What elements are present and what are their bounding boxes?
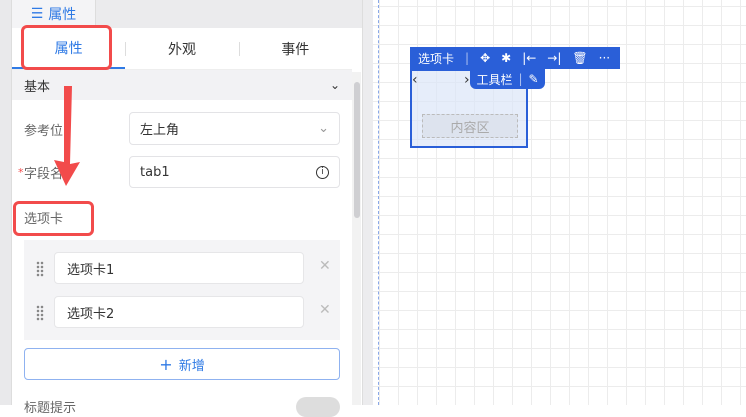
guide-line xyxy=(378,0,379,405)
chevron-down-icon: ⌄ xyxy=(318,121,329,136)
list-item: 选项卡1 ✕ xyxy=(24,252,340,284)
tab-item-input[interactable]: 选项卡2 xyxy=(54,296,304,328)
toolbar-subbar: 工具栏 | ✎ xyxy=(470,69,545,89)
title-tip-label: 标题提示 xyxy=(24,401,77,416)
brush-icon[interactable]: ✎ xyxy=(528,72,539,86)
list-item: 选项卡2 ✕ xyxy=(24,296,340,328)
chevron-left-icon[interactable]: ‹ xyxy=(412,72,418,88)
field-name-label: 字段名 xyxy=(24,167,64,182)
more-icon[interactable]: ··· xyxy=(598,51,611,65)
field-name-input[interactable]: tab1 i xyxy=(129,156,340,188)
component-toolbar: 选项卡 | ✥ ✱ |← →| 🗑 ··· xyxy=(410,47,620,69)
sliders-icon: ☰ xyxy=(30,6,44,22)
ref-pos-label: 参考位 xyxy=(24,124,64,139)
align-left-icon[interactable]: |← xyxy=(522,51,537,65)
plus-icon: + xyxy=(159,354,173,374)
move-icon[interactable]: ✥ xyxy=(480,51,491,65)
ref-pos-select[interactable]: 左上角 ⌄ xyxy=(129,112,340,145)
title-tip-toggle[interactable] xyxy=(296,397,340,417)
annotation-arrow-icon xyxy=(54,86,80,186)
panel-divider[interactable] xyxy=(362,0,373,405)
info-icon[interactable]: i xyxy=(316,165,329,179)
drag-handle-icon[interactable] xyxy=(36,261,44,277)
chevron-down-icon: ⌄ xyxy=(329,78,340,92)
trash-icon[interactable]: 🗑 xyxy=(572,51,588,65)
scrollbar[interactable] xyxy=(352,72,361,405)
close-icon[interactable]: ✕ xyxy=(319,258,331,274)
left-strip xyxy=(0,0,12,405)
bug-icon[interactable]: ✱ xyxy=(501,51,512,65)
panel-tab-properties[interactable]: ☰ 属性 xyxy=(12,0,96,28)
content-area: 内容区 xyxy=(422,114,518,138)
tab-appearance[interactable]: 外观 xyxy=(125,28,238,69)
scrollbar-thumb[interactable] xyxy=(354,82,360,218)
tab-list-label: 选项卡 xyxy=(24,212,64,227)
align-right-icon[interactable]: →| xyxy=(547,51,562,65)
annotation-box-tab-list xyxy=(13,201,94,236)
add-tab-button[interactable]: + 新增 xyxy=(24,348,340,380)
tab-list: 选项卡1 ✕ 选项卡2 ✕ xyxy=(24,240,340,340)
drag-handle-icon[interactable] xyxy=(36,305,44,321)
tab-events[interactable]: 事件 xyxy=(238,28,352,69)
chevron-right-icon[interactable]: › xyxy=(464,72,470,88)
close-icon[interactable]: ✕ xyxy=(319,302,331,318)
tab-item-input[interactable]: 选项卡1 xyxy=(54,252,304,284)
annotation-box-properties-tab xyxy=(21,25,112,70)
